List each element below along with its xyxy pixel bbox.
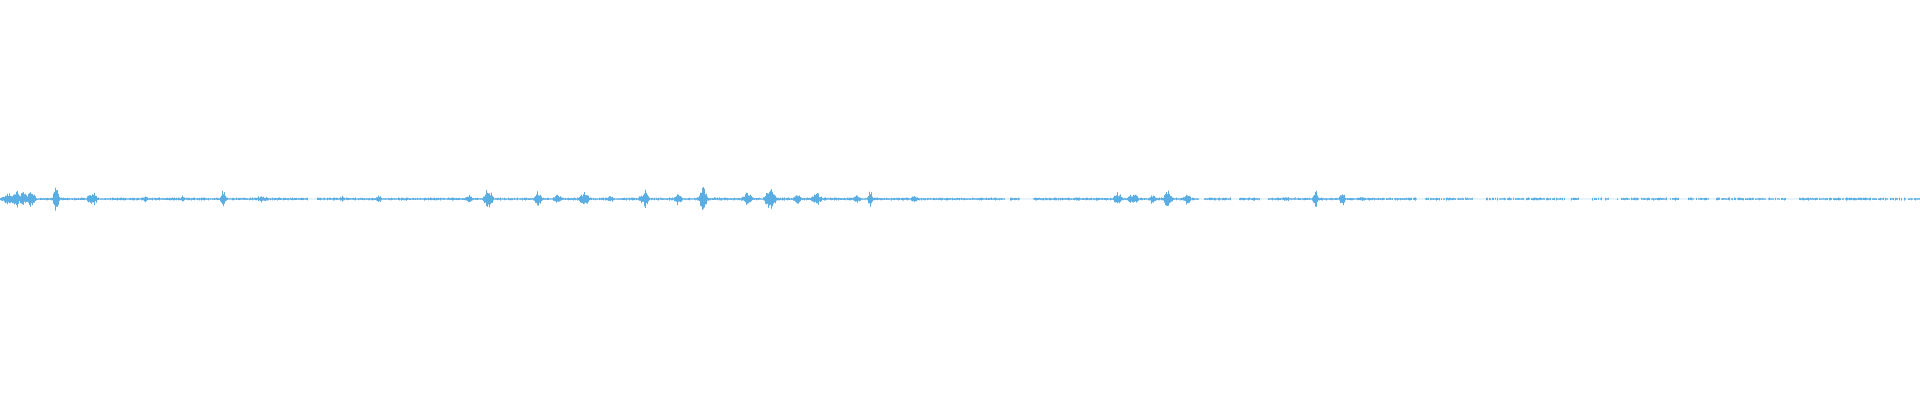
waveform-samples [0,187,1920,211]
waveform-path [0,187,1920,211]
